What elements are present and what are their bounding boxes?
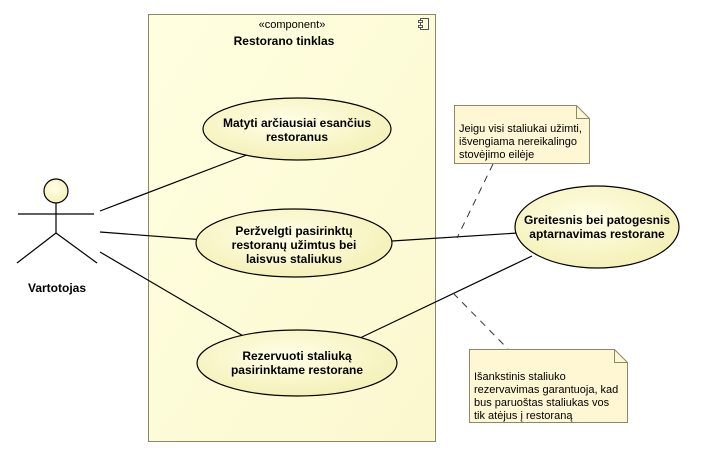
assoc-uc2-uc4: [391, 232, 519, 242]
uc2-line-3: laisvus staliukus: [246, 252, 342, 266]
uc3-line-1: Rezervuoti staliuką: [242, 349, 352, 363]
uc2-line-2: restoranų užimtus bei: [232, 238, 357, 252]
associations: [99, 152, 533, 339]
uc2-line-1: Peržvelgti pasirinktų: [235, 224, 352, 238]
use-case-matyti-restoranus[interactable]: Matyti arčiausiai esančius restoranus: [202, 97, 392, 161]
component-icon: [418, 18, 429, 30]
anchor-note2: [452, 292, 509, 350]
component-stereotype: «component»: [259, 19, 326, 31]
note2-line-3: bus paruoštas staliukas vos: [474, 397, 610, 409]
assoc-actor-uc3: [99, 251, 246, 338]
note2-line-4: tik atėjus į restoraną: [474, 410, 573, 422]
uc4-line-1: Greitesnis bei patogesnis: [524, 213, 670, 227]
uc1-line-1: Matyti arčiausiai esančius: [223, 116, 371, 130]
anchor-note1: [456, 163, 494, 239]
uc3-line-2: pasirinktame restorane: [231, 363, 363, 377]
component-name: Restorano tinklas: [234, 34, 335, 48]
note1-line-2: išvengiama nereikalingo: [459, 136, 577, 148]
note-staliukai-uzimti[interactable]: Jeigu visi staliukai užimti, išvengiama …: [454, 105, 590, 164]
uc1-line-2: restoranus: [266, 130, 328, 144]
use-case-greitesnis-aptarnavimas[interactable]: Greitesnis bei patogesnis aptarnavimas r…: [514, 185, 680, 269]
actor-stick-figure: [16, 178, 98, 264]
assoc-actor-uc2: [99, 231, 206, 241]
assoc-uc3-uc4: [359, 255, 533, 339]
use-case-rezervuoti-staliuka[interactable]: Rezervuoti staliuką pasirinktame restora…: [196, 329, 398, 397]
use-case-perzvelgti-staliukus[interactable]: Peržvelgti pasirinktų restoranų užimtus …: [195, 208, 393, 278]
note1-line-1: Jeigu visi staliukai užimti,: [459, 123, 582, 135]
note2-line-1: Išankstinis staliuko: [474, 371, 566, 383]
actor-label: Vartotojas: [28, 281, 86, 295]
note1-line-3: stovėjimo eilėje: [459, 149, 534, 161]
uc4-line-2: aptarnavimas restorane: [529, 227, 665, 241]
note-isankstinis-rezervavimas[interactable]: Išankstinis staliuko rezervavimas garant…: [469, 349, 628, 423]
assoc-actor-uc1: [99, 152, 253, 212]
actor-vartotojas[interactable]: Vartotojas: [16, 178, 98, 295]
note-anchors: [452, 163, 509, 350]
note2-line-2: rezervavimas garantuoja, kad: [474, 384, 618, 396]
